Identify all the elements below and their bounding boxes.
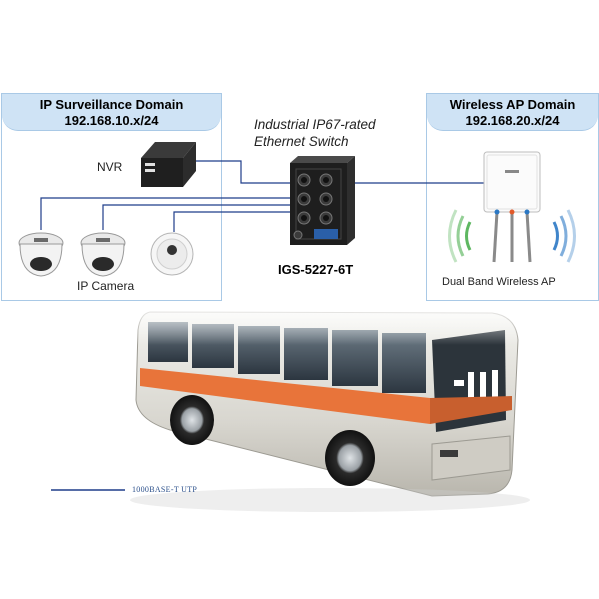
network-links bbox=[40, 160, 484, 232]
camera-1 bbox=[18, 232, 64, 277]
wireless-ap bbox=[483, 151, 541, 263]
wifi-waves-left bbox=[448, 209, 472, 263]
surveillance-domain-title: IP Surveillance Domain bbox=[39, 97, 184, 112]
camera-2 bbox=[80, 232, 126, 277]
nvr-label: NVR bbox=[97, 160, 123, 174]
ap-label: Dual Band Wireless AP bbox=[442, 276, 556, 288]
nvr-device bbox=[141, 142, 196, 187]
link-camera-2 bbox=[102, 204, 290, 230]
industrial-switch bbox=[290, 156, 355, 245]
wireless-domain-subnet: 192.168.20.x/24 bbox=[465, 113, 560, 128]
bus-illustration bbox=[130, 305, 530, 512]
legend-line-label: 1000BASE-T UTP bbox=[132, 485, 198, 494]
camera-3 bbox=[150, 232, 194, 276]
link-camera-1 bbox=[40, 197, 290, 230]
switch-model-label: IGS-5227-6T bbox=[278, 262, 354, 277]
camera-label: IP Camera bbox=[77, 279, 135, 293]
wifi-waves-right bbox=[552, 209, 576, 263]
switch-caption-line1: Industrial IP67-rated bbox=[254, 117, 376, 132]
switch-caption-line2: Ethernet Switch bbox=[254, 134, 349, 149]
surveillance-domain-header: IP Surveillance Domain 192.168.10.x/24 bbox=[2, 94, 221, 131]
link-nvr bbox=[196, 160, 290, 184]
surveillance-domain-subnet: 192.168.10.x/24 bbox=[64, 113, 159, 128]
wireless-domain-header: Wireless AP Domain 192.168.20.x/24 bbox=[427, 94, 598, 131]
link-camera-3 bbox=[173, 211, 290, 232]
wireless-domain-title: Wireless AP Domain bbox=[449, 97, 576, 112]
